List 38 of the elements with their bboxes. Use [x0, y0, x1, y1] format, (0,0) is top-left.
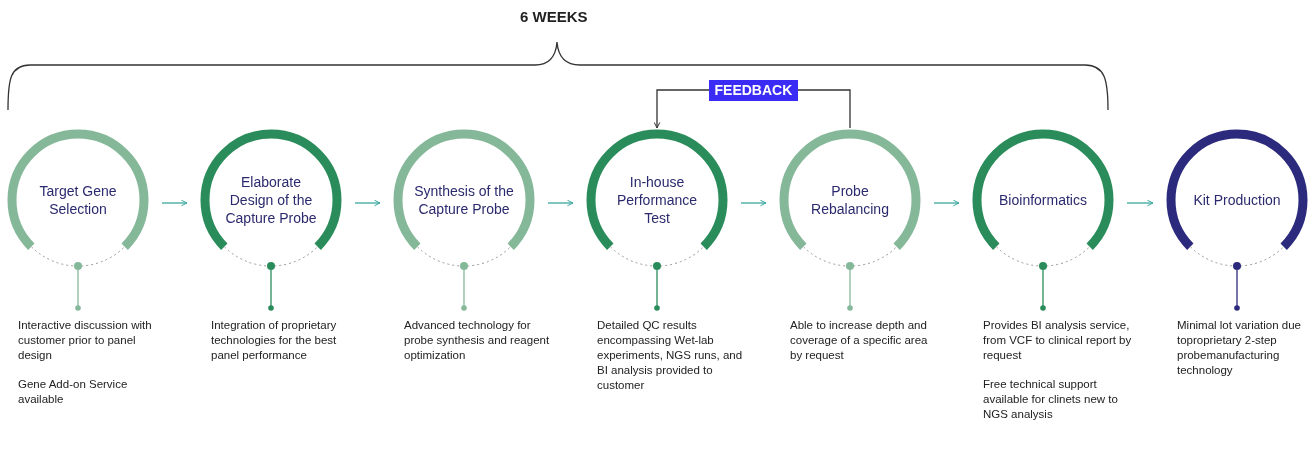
leader-line	[654, 269, 660, 311]
description-text: Integration of proprietary technologies for the best panel performance	[211, 318, 338, 363]
description-text: Interactive discussion with customer prior to panel design	[18, 318, 153, 363]
duration-label: 6 WEEKS	[520, 8, 588, 25]
step-title: In-house Performance Test	[615, 173, 699, 227]
arrow	[161, 199, 188, 207]
description-text: Minimal lot variation due toproprietary 2-step probemanufacturing technology	[1177, 318, 1302, 378]
leader-line	[461, 269, 467, 311]
description-text: Detailed QC results encompassing Wet-lab experiments, NGS runs, and BI analysis provided to customer	[597, 318, 744, 393]
leader-line	[847, 269, 853, 311]
arrow	[933, 199, 960, 207]
step-title: Synthesis of the Capture Probe	[414, 182, 514, 218]
leader-line	[75, 269, 81, 311]
leader-line	[1234, 269, 1240, 311]
step-circle	[1165, 128, 1309, 272]
step-title: Target Gene Selection	[38, 182, 118, 218]
step-title: Bioinformatics	[998, 191, 1088, 209]
step-circle	[971, 128, 1115, 272]
arrow	[740, 199, 767, 207]
arrow	[547, 199, 574, 207]
leader-line	[268, 269, 274, 311]
step-circle	[199, 128, 343, 272]
description-text: Free technical support available for clinets new to NGS analysis	[983, 377, 1119, 422]
step-circle	[778, 128, 922, 272]
step-title: Probe Rebalancing	[810, 182, 890, 218]
leader-line	[1040, 269, 1046, 311]
step-circle	[392, 128, 536, 272]
step-circle	[585, 128, 729, 272]
edge-label: FEEDBACK	[708, 79, 799, 101]
description-text: Able to increase depth and coverage of a specific area by request	[790, 318, 929, 363]
description-text: Gene Add-on Service available	[18, 377, 129, 407]
step-title: Kit Production	[1192, 191, 1282, 209]
arrow	[354, 199, 381, 207]
step-title: Elaborate Design of the Capture Probe	[224, 173, 318, 227]
arrow	[1126, 199, 1154, 207]
step-circle	[6, 128, 150, 272]
description-text: Provides BI analysis service, from VCF to clinical report by request	[983, 318, 1133, 363]
description-text: Advanced technology for probe synthesis and reagent optimization	[404, 318, 551, 363]
